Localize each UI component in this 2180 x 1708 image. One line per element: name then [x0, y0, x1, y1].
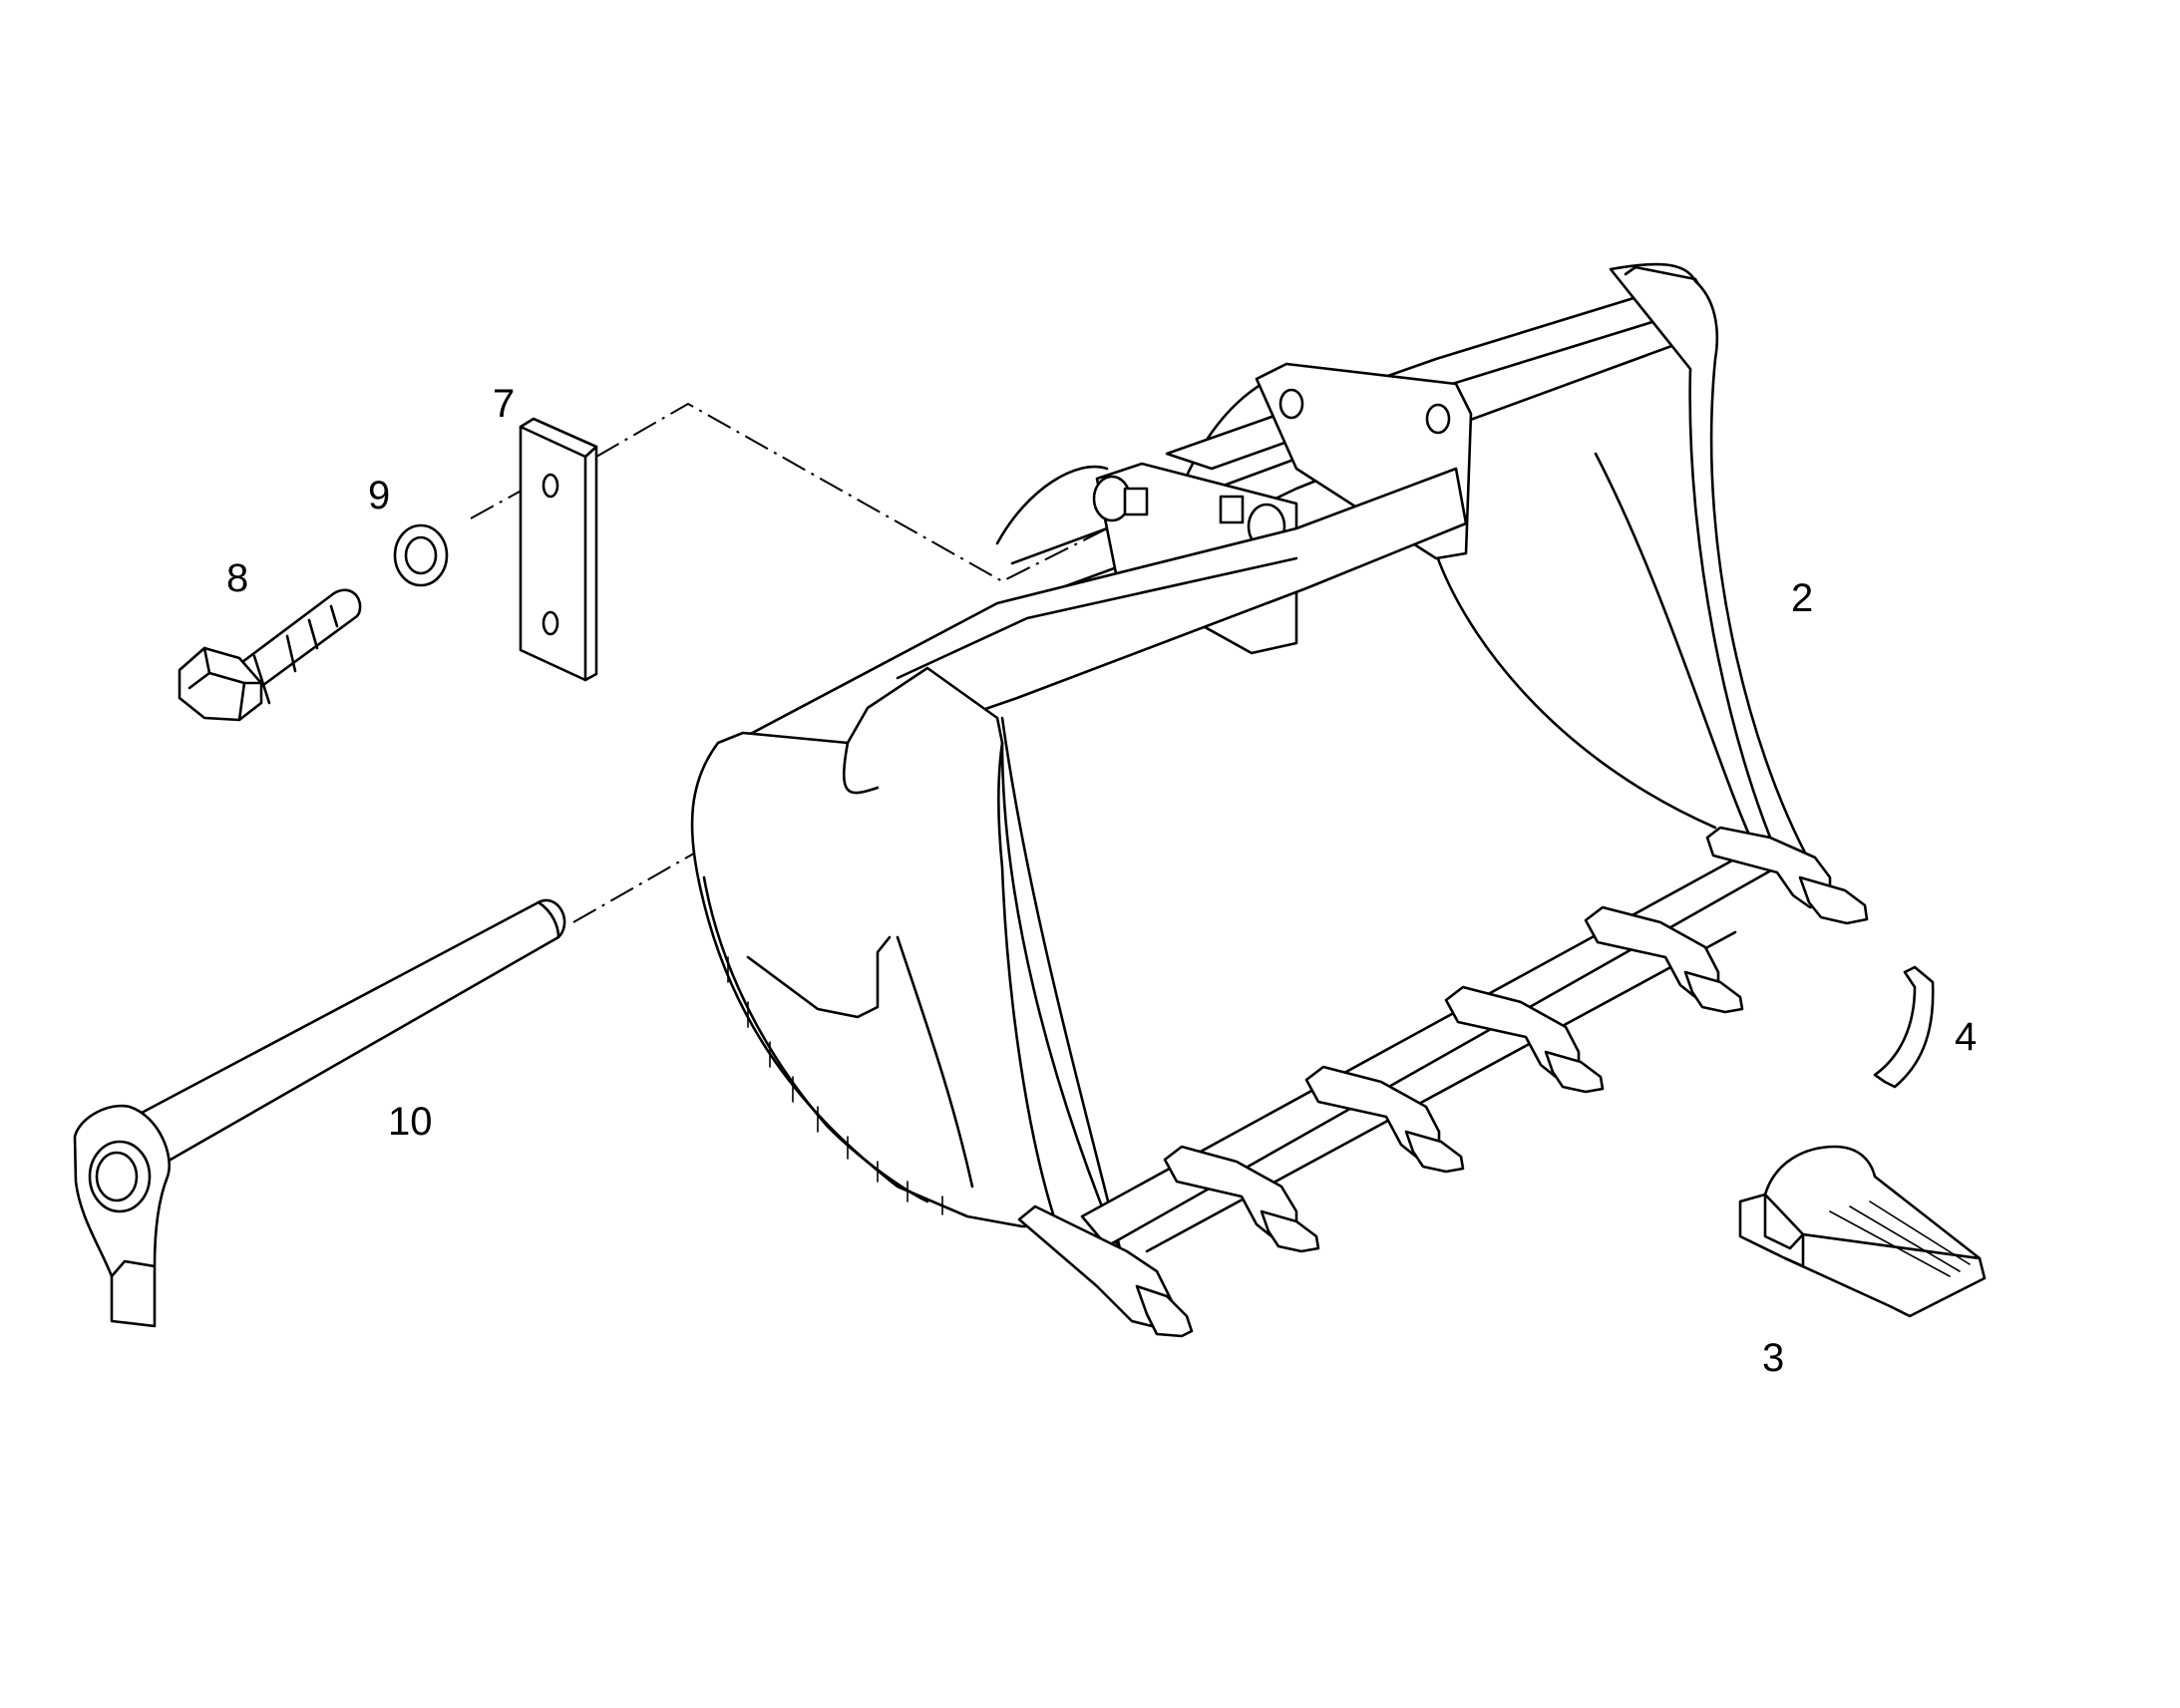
- bucket-part-2: [690, 262, 1869, 1338]
- bucket-teeth-row: [1017, 826, 1869, 1338]
- callout-7: 7: [493, 382, 515, 426]
- pin-part-10: [73, 898, 566, 1328]
- callout-labels: 2 3 4 7 8 9 10: [226, 382, 1977, 1380]
- retainer-plate-part-7: [519, 417, 598, 682]
- callout-9: 9: [368, 474, 390, 517]
- callout-10: 10: [388, 1100, 433, 1144]
- washer-part-9: [393, 523, 449, 587]
- callout-4: 4: [1955, 1015, 1977, 1059]
- callout-3: 3: [1762, 1336, 1784, 1380]
- tooth-tip-part-3: [1738, 1145, 1987, 1318]
- lock-segment-part-4: [1873, 965, 1935, 1089]
- callout-8: 8: [226, 556, 248, 600]
- bolt-part-8: [178, 588, 362, 722]
- callout-2: 2: [1791, 576, 1813, 620]
- assembly-lines: [470, 402, 1243, 923]
